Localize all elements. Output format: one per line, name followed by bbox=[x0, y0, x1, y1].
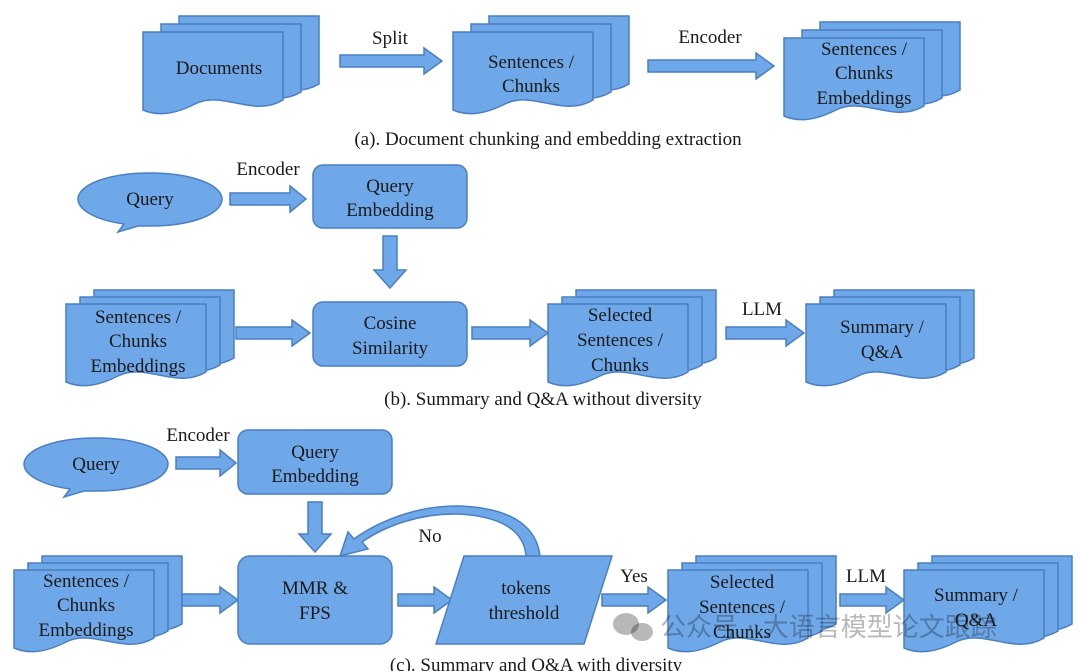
encoder-arrow-c: Encoder bbox=[166, 425, 238, 478]
query-label-c: Query bbox=[72, 454, 120, 475]
chunks-label-a2: Chunks bbox=[502, 76, 560, 97]
watermark-text: 公众号 · 大语言模型论文跟踪 bbox=[660, 613, 997, 643]
panel-c: Query Encoder Query Embedding Sentences … bbox=[13, 425, 1073, 671]
split-arrow: Split bbox=[339, 28, 444, 76]
yes-arrow: Yes bbox=[601, 566, 668, 615]
split-label: Split bbox=[372, 28, 409, 49]
embeddings-stack-c: Sentences / Chunks Embeddings bbox=[13, 555, 183, 653]
embeddings-label-a1: Sentences / bbox=[821, 39, 908, 60]
to-selected-arrow-b bbox=[471, 318, 550, 348]
query-bubble-c: Query bbox=[23, 437, 169, 499]
summary-label-b2: Q&A bbox=[861, 342, 904, 363]
llm-label-c: LLM bbox=[846, 566, 886, 587]
embeddings-label-c1: Sentences / bbox=[43, 571, 130, 592]
llm-label-b: LLM bbox=[742, 299, 782, 320]
watermark: 公众号 · 大语言模型论文跟踪 bbox=[613, 613, 997, 643]
query-embedding-label-b2: Embedding bbox=[346, 200, 434, 221]
summary-label-c2: Q&A bbox=[955, 610, 998, 631]
selected-label-c3: Chunks bbox=[713, 622, 771, 643]
query-embedding-label-c2: Embedding bbox=[271, 466, 359, 487]
down-arrow-c bbox=[297, 501, 333, 554]
encoder-arrow-b: Encoder bbox=[229, 159, 308, 214]
embeddings-label-b1: Sentences / bbox=[95, 307, 182, 328]
embeddings-label-b2: Chunks bbox=[109, 331, 167, 352]
selected-label-b1: Selected bbox=[588, 305, 653, 326]
encoder-label-a: Encoder bbox=[678, 27, 742, 48]
selected-label-c1: Selected bbox=[710, 572, 775, 593]
caption-c: (c). Summary and Q&A with diversity bbox=[390, 655, 683, 671]
tokens-label-2: threshold bbox=[489, 603, 560, 624]
selected-label-b3: Chunks bbox=[591, 355, 649, 376]
embeddings-stack-b: Sentences / Chunks Embeddings bbox=[65, 289, 235, 387]
summary-stack-c: Summary / Q&A bbox=[903, 555, 1073, 653]
embeddings-label-a3: Embeddings bbox=[817, 88, 912, 109]
query-embedding-label-c1: Query bbox=[291, 442, 339, 463]
embeddings-label-c3: Embeddings bbox=[39, 620, 134, 641]
encoder-label-c: Encoder bbox=[166, 425, 230, 446]
to-tokens-arrow bbox=[397, 585, 454, 615]
embeddings-stack-a: Sentences / Chunks Embeddings bbox=[783, 21, 961, 121]
tokens-threshold-node: tokens threshold bbox=[434, 555, 614, 645]
mmr-fps-node: MMR & FPS bbox=[237, 555, 393, 645]
encoder-label-b: Encoder bbox=[236, 159, 300, 180]
cosine-label-1: Cosine bbox=[364, 313, 417, 334]
documents-label: Documents bbox=[176, 58, 263, 79]
caption-b: (b). Summary and Q&A without diversity bbox=[384, 389, 702, 410]
documents-stack: Documents bbox=[142, 15, 320, 115]
query-embedding-c: Query Embedding bbox=[237, 429, 393, 495]
no-loop-arrow: No bbox=[338, 505, 541, 558]
svg-text:Documents: Documents bbox=[176, 58, 263, 79]
to-cosine-arrow bbox=[235, 318, 312, 348]
summary-stack-b: Summary / Q&A bbox=[805, 289, 975, 387]
selected-label-b2: Sentences / bbox=[577, 330, 664, 351]
llm-arrow-c: LLM bbox=[839, 566, 906, 615]
selected-stack-c: Selected Sentences / Chunks bbox=[667, 555, 837, 653]
embeddings-label-b3: Embeddings bbox=[91, 356, 186, 377]
no-label: No bbox=[418, 526, 441, 547]
chunks-label-a1: Sentences / bbox=[488, 52, 575, 73]
llm-arrow-b: LLM bbox=[725, 299, 806, 348]
yes-label: Yes bbox=[620, 566, 648, 587]
query-label-b: Query bbox=[126, 189, 174, 210]
panel-b: Query Encoder Query Embedding Sentences … bbox=[65, 159, 975, 410]
caption-a: (a). Document chunking and embedding ext… bbox=[354, 129, 742, 150]
mmr-label-2: FPS bbox=[299, 603, 331, 624]
encoder-arrow-a: Encoder bbox=[647, 27, 776, 81]
query-bubble-b: Query bbox=[77, 172, 223, 234]
embeddings-label-a2: Chunks bbox=[835, 63, 893, 84]
tokens-label-1: tokens bbox=[501, 578, 551, 599]
chunks-stack-a: Sentences / Chunks bbox=[452, 15, 630, 115]
mmr-label-1: MMR & bbox=[282, 578, 348, 599]
panel-a: Documents Split Sentences / Chunks Encod… bbox=[142, 15, 961, 150]
summary-label-b1: Summary / bbox=[840, 317, 925, 338]
query-embedding-label-b1: Query bbox=[366, 176, 414, 197]
selected-label-c2: Sentences / bbox=[699, 597, 786, 618]
cosine-similarity-node: Cosine Similarity bbox=[312, 301, 468, 367]
embeddings-label-c2: Chunks bbox=[57, 595, 115, 616]
down-arrow-b bbox=[372, 235, 408, 290]
cosine-label-2: Similarity bbox=[352, 338, 429, 359]
wechat-icon bbox=[613, 613, 653, 641]
selected-stack-b: Selected Sentences / Chunks bbox=[547, 289, 717, 387]
query-embedding-b: Query Embedding bbox=[312, 164, 468, 229]
summary-label-c1: Summary / bbox=[934, 585, 1019, 606]
to-mmr-arrow bbox=[181, 585, 240, 615]
